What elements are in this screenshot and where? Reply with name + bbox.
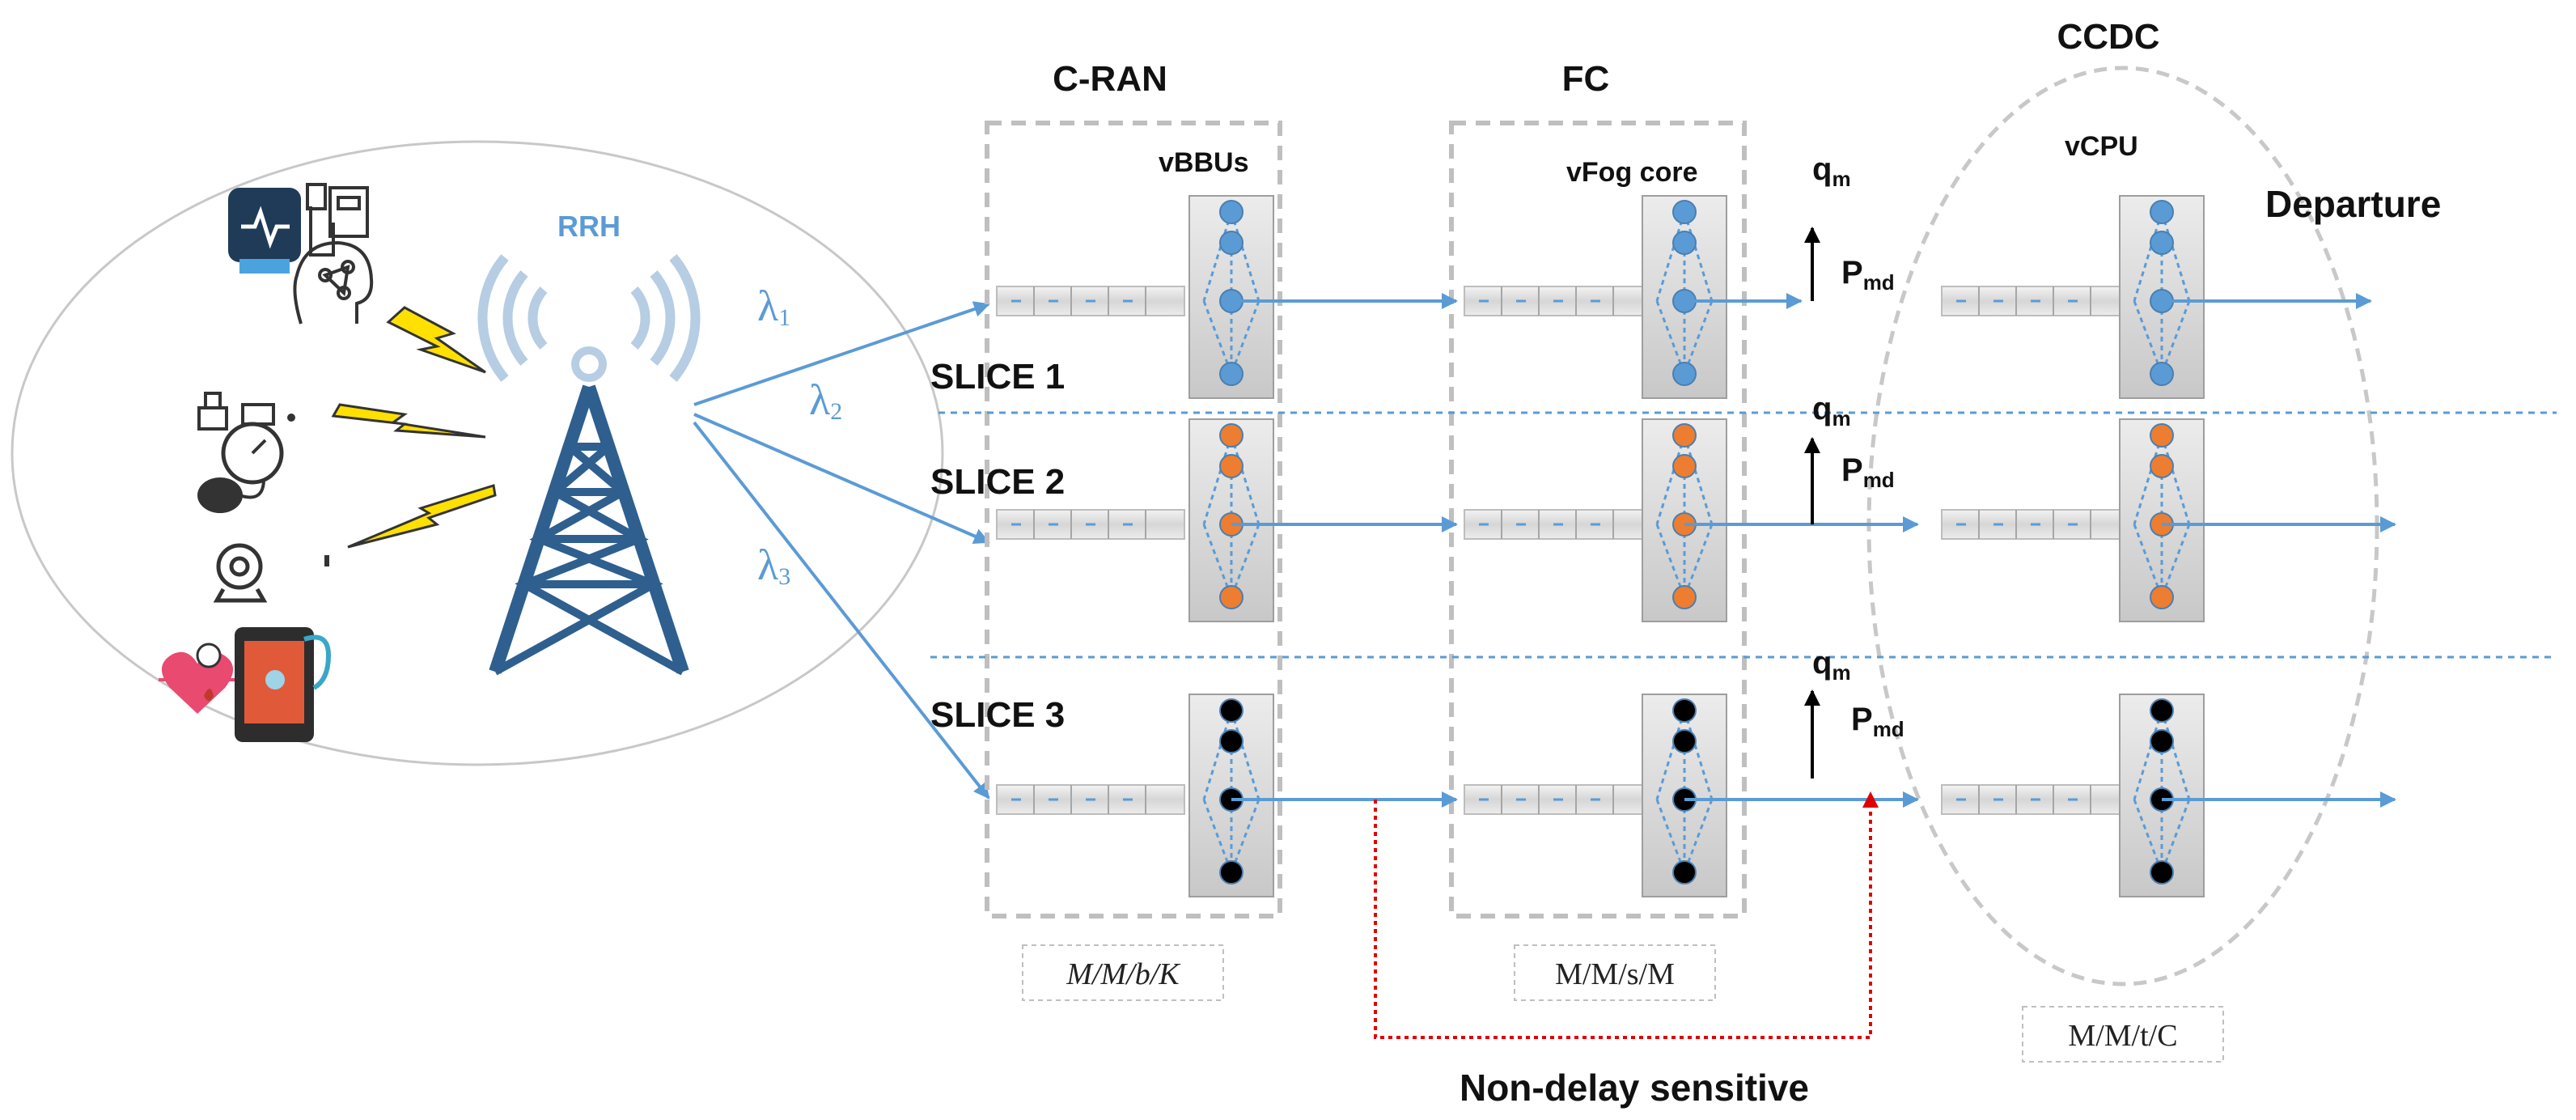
fc-queue-slice1 xyxy=(1464,286,1653,316)
fc-server-slice2 xyxy=(1642,418,1727,622)
server-node xyxy=(1219,729,1244,753)
server-node xyxy=(1672,585,1697,609)
fc-server-slice3 xyxy=(1642,694,1727,897)
server-node xyxy=(1672,698,1697,723)
heart-rate-icon xyxy=(159,643,235,714)
qm-label: qm xyxy=(1812,645,1851,685)
cran-queue-slice3 xyxy=(996,784,1185,815)
server-node xyxy=(1672,454,1697,478)
vcpu-label: vCPU xyxy=(2065,131,2138,162)
blood-pressure-icon xyxy=(197,422,284,513)
server-node xyxy=(1672,200,1697,224)
cran-server-slice1 xyxy=(1188,195,1274,399)
rrh-label: RRH xyxy=(557,210,621,243)
server-node xyxy=(2150,423,2174,448)
svg-text:qm: qm xyxy=(1812,391,1851,431)
fc-server-slice1 xyxy=(1642,195,1727,399)
lambda1-arrow xyxy=(693,301,990,406)
cran-model: M/M/b/K xyxy=(1066,957,1180,991)
slice2-label: SLICE 2 xyxy=(930,462,1065,502)
non-delay-path xyxy=(1374,791,1879,1039)
fc-model-box xyxy=(1514,944,1716,1001)
ccdc-server-slice2 xyxy=(2119,418,2205,622)
fc-queue-slice3 xyxy=(1464,784,1653,815)
vfog-label: vFog core xyxy=(1566,157,1697,188)
fc-queue-slice2 xyxy=(1464,509,1653,540)
cran-queue-slice1 xyxy=(996,286,1185,316)
server-node xyxy=(1219,860,1244,885)
ccdc-header: CCDC xyxy=(2057,17,2159,57)
slice3-label: SLICE 3 xyxy=(930,695,1065,735)
server-node xyxy=(1219,200,1244,224)
qm-label: qm xyxy=(1812,391,1851,431)
antenna-tower-icon xyxy=(477,254,701,676)
fc-model: M/M/s/M xyxy=(1555,957,1675,991)
server-node xyxy=(1219,454,1244,478)
patient-monitor-icon xyxy=(306,183,369,257)
svg-text:Pmd: Pmd xyxy=(1841,452,1895,492)
non-delay-label: Non-delay sensitive xyxy=(1460,1067,1809,1109)
server-node xyxy=(1219,423,1244,448)
server-node xyxy=(1672,729,1697,753)
server-groups xyxy=(996,195,2396,897)
server-node xyxy=(2150,231,2174,255)
cran-queue-slice2 xyxy=(996,509,1185,540)
cran-server-slice3 xyxy=(1188,694,1274,897)
ccdc-queue-slice3 xyxy=(1941,784,2130,815)
server-node xyxy=(2150,585,2174,609)
cran-header: C-RAN xyxy=(1053,59,1167,99)
ccdc-server-slice1 xyxy=(2119,195,2205,399)
server-node xyxy=(2150,454,2174,478)
lambda3-label: λ3 xyxy=(757,541,790,590)
server-node xyxy=(2150,200,2174,224)
ccdc-queue-slice1 xyxy=(1941,286,2130,316)
server-node xyxy=(1219,585,1244,609)
svg-text:Pmd: Pmd xyxy=(1841,255,1895,295)
pmd-label: Pmd xyxy=(1841,255,1895,295)
server-node xyxy=(1672,362,1697,386)
qm-label: qm xyxy=(1812,151,1851,191)
svg-text:qm: qm xyxy=(1812,151,1851,191)
slice1-label: SLICE 1 xyxy=(930,357,1065,397)
server-node xyxy=(1219,231,1244,255)
lambda3-arrow xyxy=(693,421,990,800)
cran-server-slice2 xyxy=(1188,418,1274,622)
server-node xyxy=(2150,729,2174,753)
server-node xyxy=(1672,860,1697,885)
ccdc-server-slice3 xyxy=(2119,694,2205,897)
lightning-icon xyxy=(331,403,486,439)
pmd-label: Pmd xyxy=(1841,452,1895,492)
cran-model-box xyxy=(1022,944,1224,1001)
server-node xyxy=(1672,231,1697,255)
ccdc-model-box xyxy=(2022,1006,2224,1063)
lambda2-arrow xyxy=(693,413,990,545)
cran-box xyxy=(985,121,1282,918)
device-area-ellipse xyxy=(11,140,944,766)
lambda2-label: λ2 xyxy=(809,375,842,425)
ccdc-model: M/M/t/C xyxy=(2068,1019,2177,1053)
departure-label: Departure xyxy=(2265,183,2441,225)
vbbus-label: vBBUs xyxy=(1159,147,1248,178)
svg-text:Pmd: Pmd xyxy=(1851,702,1904,741)
lightning-icon xyxy=(386,306,486,374)
webcam-icon xyxy=(213,543,268,603)
server-node xyxy=(1219,362,1244,386)
server-node xyxy=(1219,698,1244,723)
smartwatch-icon xyxy=(228,188,301,274)
server-node xyxy=(2150,362,2174,386)
tablet-stethoscope-icon xyxy=(235,627,332,742)
lightning-icon xyxy=(347,484,497,549)
pmd-label: Pmd xyxy=(1851,702,1904,741)
server-node xyxy=(1672,423,1697,448)
server-node xyxy=(2150,860,2174,885)
ccdc-queue-slice2 xyxy=(1941,509,2130,540)
lambda1-label: λ1 xyxy=(757,282,790,331)
server-node xyxy=(2150,698,2174,723)
fc-header: FC xyxy=(1562,59,1610,99)
brain-head-icon xyxy=(293,240,374,325)
svg-text:qm: qm xyxy=(1812,645,1851,685)
